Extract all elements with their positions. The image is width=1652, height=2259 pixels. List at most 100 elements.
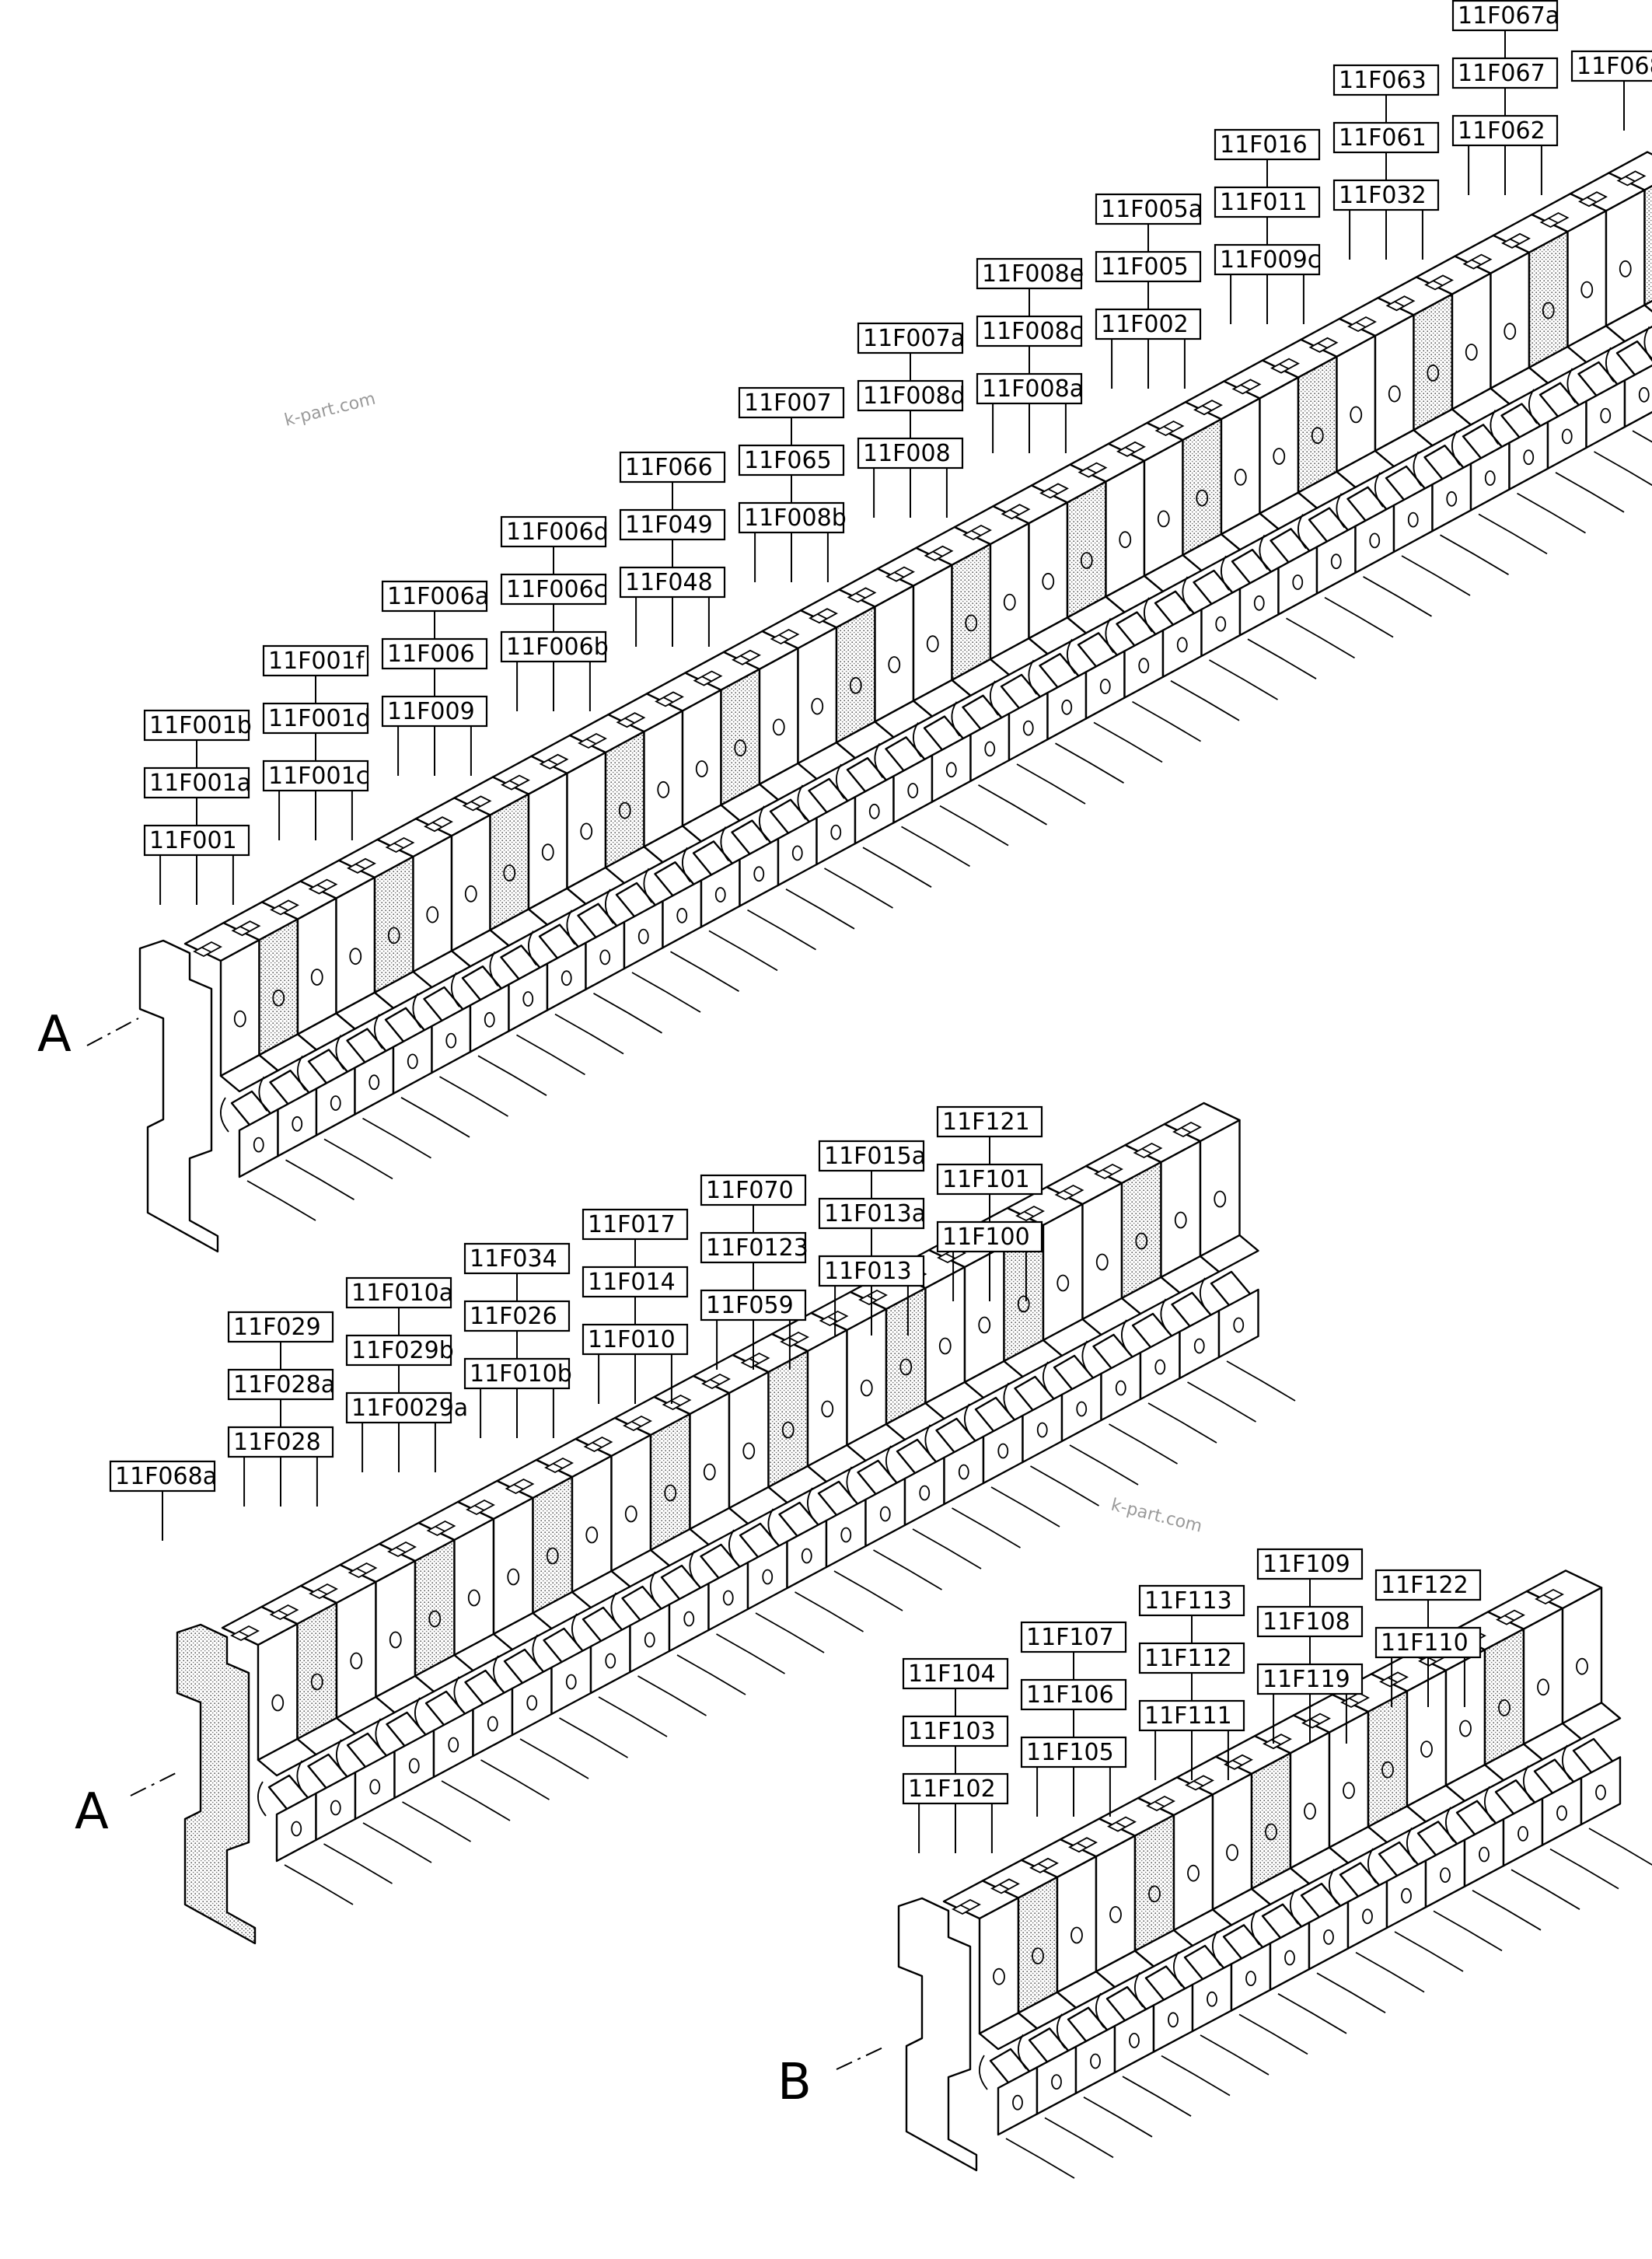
fuse-label-box xyxy=(619,566,726,599)
fuse-label: 11F001f xyxy=(268,648,365,675)
fuse-label: 11F006d xyxy=(506,518,609,546)
fuse-label: 11F010a xyxy=(351,1280,453,1307)
fuse-label: 11F061 xyxy=(1339,124,1427,152)
breaker-module xyxy=(337,838,470,1138)
fuse-label: 11F034 xyxy=(470,1245,557,1273)
fuse-label: 11F0123 xyxy=(706,1234,809,1262)
fuse-label: 11F068 xyxy=(1577,53,1652,80)
section-letter-a-middle: A xyxy=(75,1783,109,1841)
fuse-label-box xyxy=(1256,1663,1364,1695)
breaker-module xyxy=(927,1227,1060,1528)
fuse-label: 11F067 xyxy=(1458,60,1545,87)
breaker-module xyxy=(530,734,662,1034)
breaker-module xyxy=(1163,1102,1296,1402)
fuse-label-box xyxy=(1020,1678,1127,1711)
fuse-label: 11F005a xyxy=(1101,196,1203,223)
fuse-label: 11F108 xyxy=(1263,1608,1350,1636)
fuse-label: 11F001a xyxy=(149,770,251,797)
fuse-label: 11F104 xyxy=(908,1660,996,1688)
section-letter-a-top: A xyxy=(37,1006,72,1063)
fuse-label-box xyxy=(1214,128,1321,161)
fuse-label: 11F001d xyxy=(268,705,371,732)
breaker-module xyxy=(417,1500,550,1800)
fuse-label-box xyxy=(1138,1699,1245,1732)
breaker-module xyxy=(1525,1569,1652,1866)
fuse-label: 11F122 xyxy=(1381,1572,1469,1599)
fuse-label-box xyxy=(1332,179,1440,211)
fuse-label: 11F032 xyxy=(1339,182,1427,209)
fuse-label: 11F008b xyxy=(744,505,847,532)
rail-2-labels: 11F068a11F02911F028a11F02811F010a11F029b… xyxy=(109,1105,1043,1541)
fuse-label-box xyxy=(818,1255,925,1287)
section-letter-b: B xyxy=(777,2054,812,2111)
fuse-label-box xyxy=(345,1334,452,1367)
fuse-label-box xyxy=(500,630,607,663)
fuse-label-box xyxy=(345,1276,452,1309)
rail-2-end-cap xyxy=(176,1623,257,1945)
fuse-label: 11F006b xyxy=(506,634,609,661)
fuse-label: 11F059 xyxy=(706,1292,794,1319)
rail-1 xyxy=(138,151,1652,1253)
breaker-module xyxy=(1415,255,1548,555)
fuse-label: 11F049 xyxy=(625,512,713,539)
breaker-module xyxy=(1338,297,1471,596)
fuse-label: 11F009 xyxy=(387,698,475,725)
breaker-module xyxy=(1492,213,1625,513)
breaker-module xyxy=(942,1880,1075,2179)
fuse-label-box xyxy=(1095,308,1202,340)
breaker-module xyxy=(1020,1838,1153,2138)
fuse-label-box xyxy=(381,695,488,728)
breaker-module xyxy=(535,1437,668,1737)
fuse-label-box xyxy=(227,1426,334,1458)
fuse-label: 11F100 xyxy=(942,1224,1030,1251)
fuse-label: 11F105 xyxy=(1026,1739,1114,1766)
breaker-module xyxy=(1137,1776,1270,2076)
fuse-label: 11F008a xyxy=(982,375,1084,403)
fuse-label: 11F113 xyxy=(1144,1587,1232,1615)
breaker-module xyxy=(1331,1673,1464,1972)
rail-2 xyxy=(176,1102,1296,1945)
fuse-label-box xyxy=(738,444,845,477)
fuse-label: 11F121 xyxy=(942,1109,1030,1136)
breaker-module xyxy=(1046,1164,1178,1465)
fuse-label-box xyxy=(582,1266,689,1298)
fuse-label: 11F008c xyxy=(982,318,1082,345)
fuse-label: 11F006c xyxy=(506,576,606,603)
fuse-label-box xyxy=(143,766,250,799)
fuse-label-box xyxy=(262,644,369,677)
breaker-module xyxy=(1300,317,1432,617)
fuse-label-box xyxy=(1256,1605,1364,1638)
fuse-label: 11F028 xyxy=(233,1429,321,1456)
breaker-module xyxy=(1261,338,1394,638)
rail-1-end-cap xyxy=(138,939,219,1253)
fuse-label: 11F110 xyxy=(1381,1629,1469,1657)
section-a-middle-pointer xyxy=(130,1770,181,1796)
fuse-label: 11F102 xyxy=(908,1775,996,1803)
fuse-label: 11F111 xyxy=(1144,1702,1232,1730)
fuse-label: 11F029b xyxy=(351,1337,454,1364)
fuse-label-box xyxy=(500,573,607,606)
fuse-label: 11F006a xyxy=(387,583,489,610)
fuse-label: 11F008 xyxy=(863,440,951,467)
fuse-label-box xyxy=(1214,186,1321,218)
fuse-label-box xyxy=(700,1231,807,1264)
fuse-label: 11F107 xyxy=(1026,1624,1114,1651)
fuse-label: 11F008d xyxy=(863,382,966,410)
fuse-label: 11F070 xyxy=(706,1177,794,1204)
fuse-label: 11F062 xyxy=(1458,117,1545,145)
fuse-label: 11F010b xyxy=(470,1360,572,1388)
fuse-label: 11F103 xyxy=(908,1718,996,1745)
breaker-module xyxy=(607,693,739,992)
fuse-label: 11F001c xyxy=(268,763,368,790)
fuse-label: 11F007 xyxy=(744,389,832,417)
rail-3 xyxy=(897,1569,1652,2179)
fuse-label: 11F066 xyxy=(625,454,713,481)
fuse-label-box xyxy=(1332,64,1440,96)
fuse-label: 11F008e xyxy=(982,260,1084,288)
fuse-label-box xyxy=(500,515,607,548)
rail-3-labels: 11F10411F10311F10211F10711F10611F10511F1… xyxy=(902,1548,1482,1853)
breaker-module xyxy=(496,1458,628,1758)
fuse-label: 11F065 xyxy=(744,447,832,474)
fuse-label-box xyxy=(738,501,845,534)
